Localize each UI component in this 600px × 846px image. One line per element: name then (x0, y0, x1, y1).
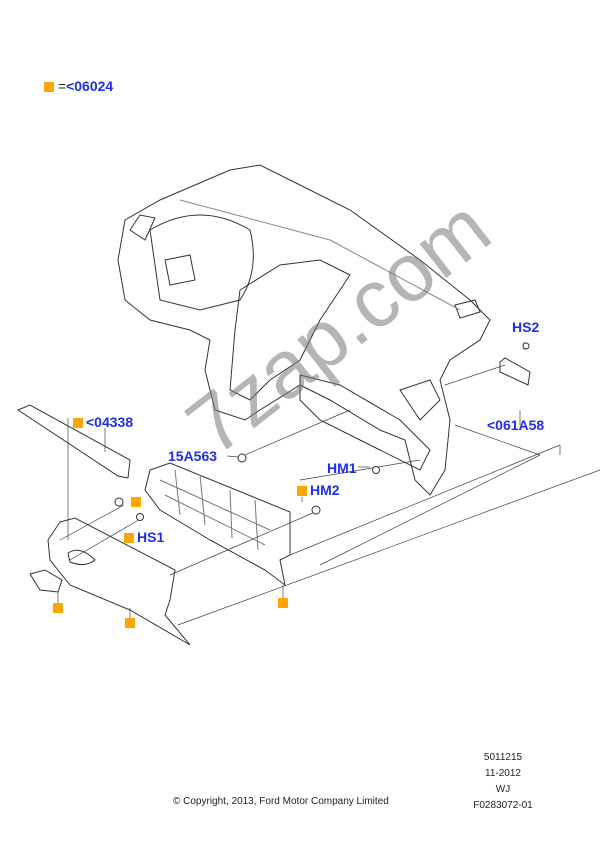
meta-line-1: 5011215 (483, 752, 523, 763)
instrument-panel-drawing (117, 164, 491, 496)
legend: =<06024 (44, 78, 113, 94)
label-hm2-text: HM2 (310, 482, 340, 498)
label-hs1[interactable]: HS1 (124, 529, 164, 545)
meta-line-4: F0283072-01 (473, 800, 533, 811)
fastener-hs1 (136, 513, 144, 521)
copyright: © Copyright, 2013, Ford Motor Company Li… (173, 796, 389, 807)
label-hs1-text: HS1 (137, 529, 165, 545)
side-trim-drawing (499, 357, 531, 386)
label-061a58[interactable]: <061A58 (487, 417, 545, 433)
glove-box-door-drawing (47, 517, 191, 646)
legend-equals: = (57, 78, 67, 94)
label-hm2[interactable]: HM2 (297, 482, 340, 498)
orange-marker-clip[interactable] (131, 497, 141, 507)
orange-marker-icon (297, 486, 307, 496)
orange-marker-bin[interactable] (278, 598, 288, 608)
leader-lines (57, 342, 600, 626)
meta-line-2: 11-2012 (485, 768, 521, 779)
label-04338-text: <04338 (86, 414, 134, 430)
label-hm1[interactable]: HM1 (327, 460, 357, 476)
meta-line-3: WJ (495, 784, 511, 795)
fastener-clip (114, 497, 124, 507)
trim-strip-drawing (16, 404, 131, 479)
fastener-hm1 (372, 466, 380, 474)
fastener-hs2 (522, 342, 530, 350)
orange-marker-icon (44, 82, 54, 92)
drawing-meta: 5011215 11-2012 WJ F0283072-01 (458, 750, 548, 814)
orange-marker-door[interactable] (125, 618, 135, 628)
legend-code[interactable]: <06024 (66, 78, 114, 94)
fastener-hm2 (311, 505, 321, 515)
label-hs2[interactable]: HS2 (512, 319, 540, 335)
orange-marker-icon (124, 533, 134, 543)
handle-drawing (29, 569, 63, 593)
label-15a563[interactable]: 15A563 (168, 448, 218, 464)
label-04338[interactable]: <04338 (73, 414, 133, 430)
orange-marker-handle[interactable] (53, 603, 63, 613)
fastener-15a563 (237, 453, 247, 463)
orange-marker-icon (73, 418, 83, 428)
glove-box-bin-drawing (144, 462, 291, 587)
